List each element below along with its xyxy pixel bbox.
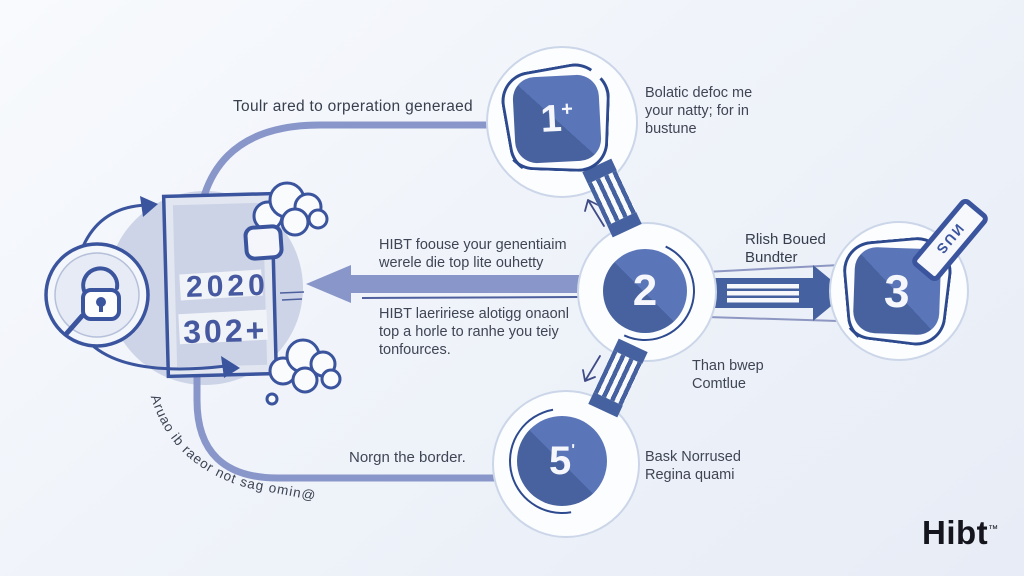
note-line: Than bwep <box>692 358 764 374</box>
brand-logo-text: Hibt <box>922 514 989 551</box>
step1-number: 1 <box>539 97 563 141</box>
step3-number: 3 <box>883 264 911 318</box>
middle-note-b: HIBT laeririese alotigg onaonl top a hor… <box>379 305 569 359</box>
curved-caption: Aruao ib raeor not sag omin@ <box>148 393 318 504</box>
step5-number: 5 <box>548 439 572 483</box>
cycle-arrow-bottom-head-icon <box>221 356 240 378</box>
left-arrow <box>279 265 579 303</box>
cloud-top-icon <box>252 181 329 237</box>
note-line: Bolatic defoc me <box>645 85 753 101</box>
note-line: werele die top lite ouhetty <box>379 255 544 271</box>
trademark-symbol: ™ <box>988 524 999 535</box>
note-line: Comtlue <box>692 376 746 392</box>
flow-2-5-note: Than bwep Comtlue <box>692 357 764 393</box>
divider-line <box>361 296 579 299</box>
step5-number-suffix: ʹ <box>571 442 576 459</box>
step5-shape: 5 ʹ <box>488 387 636 535</box>
brand-logo: Hibt™ <box>922 514 999 552</box>
lock-magnifier-icon <box>44 242 150 348</box>
striped-arrow <box>704 264 847 322</box>
document-highlight-strip <box>179 269 263 301</box>
document-number-line-2: 302+ <box>183 312 268 350</box>
step1-number-suffix: + <box>560 98 574 121</box>
sketch-arrow-down-icon <box>582 355 601 382</box>
note-line: bustune <box>645 121 697 137</box>
document-illustration: 2020 302+ <box>161 191 279 379</box>
note-line: HIBT laeririese alotigg onaonl <box>379 306 569 322</box>
note-line: your natty; for in <box>645 103 749 119</box>
step1-note: Bolatic defoc me your natty; for in bust… <box>645 84 752 138</box>
cycle-arrow-top-head-icon <box>140 196 158 217</box>
note-line: Regina quami <box>645 467 735 483</box>
checkbox-icon <box>243 224 284 261</box>
note-line: tonfources. <box>379 342 451 358</box>
note-line: Rlish Boued <box>745 231 826 248</box>
top-caption: Toulr ared to orperation generaed <box>233 98 473 115</box>
step2-shape: 2 <box>580 226 710 356</box>
note-line: top a horle to ranhe you teiy <box>379 324 559 340</box>
note-line: Bundter <box>745 249 798 266</box>
step5-note: Bask Norrused Regina quami <box>645 448 741 484</box>
flow-2-3-note: Rlish Boued Bundter <box>745 231 826 267</box>
step2-number: 2 <box>632 266 658 315</box>
document-highlight-strip <box>178 309 268 345</box>
step1-shape: 1 + <box>496 58 618 180</box>
note-line: HIBT foouse your genentiaim <box>379 237 567 253</box>
note-line: Bask Norrused <box>645 449 741 465</box>
cloud-bottom-icon <box>265 338 342 406</box>
document-number-line-1: 2020 <box>186 269 270 304</box>
bottom-caption: Norgn the border. <box>349 449 466 466</box>
middle-note-a: HIBT foouse your genentiaim werele die t… <box>379 236 567 272</box>
